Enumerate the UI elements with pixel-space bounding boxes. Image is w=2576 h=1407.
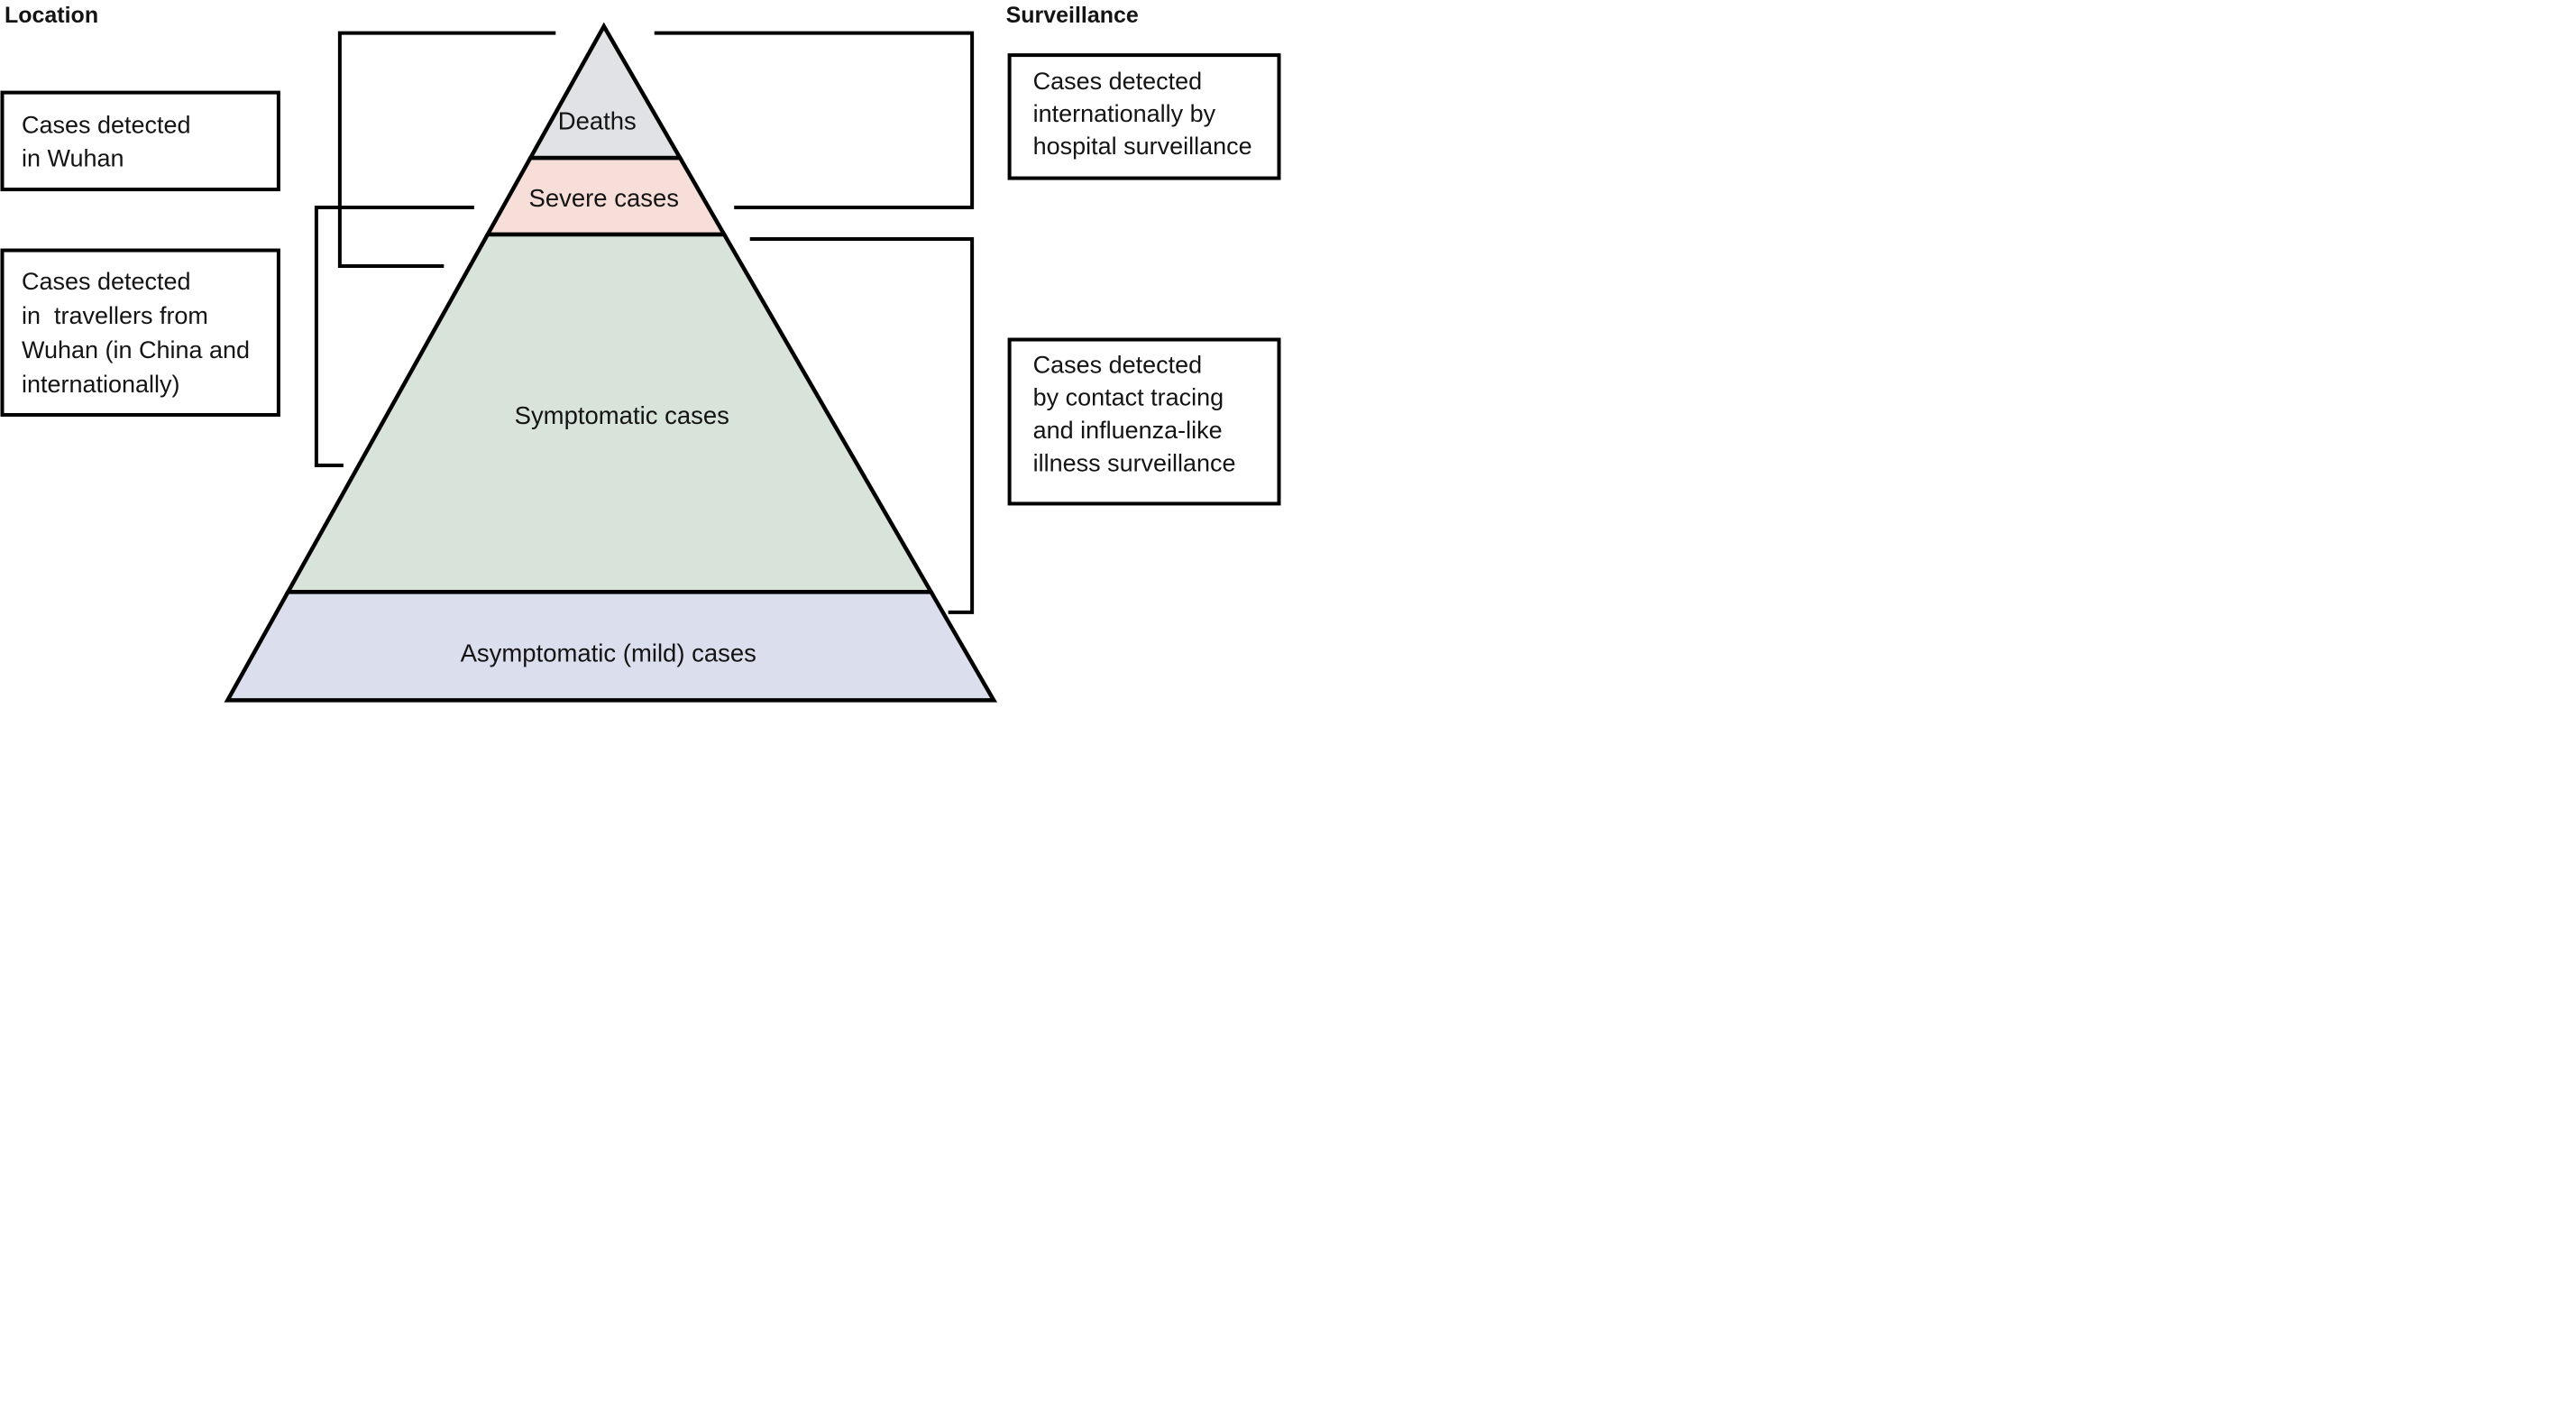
level-label-severe: Severe cases: [528, 184, 679, 212]
bracket-wuhan-detection: [337, 31, 556, 269]
surveillance-box-contact-tracing-frame: [1007, 337, 1281, 506]
surveillance-box-contact-tracing-line: and influenza-like: [1033, 417, 1223, 444]
location-box-travellers-line: internationally): [22, 371, 180, 398]
location-box-wuhan-frame: [0, 90, 280, 192]
right-column-heading: Surveillance: [1006, 3, 1139, 28]
case-pyramid-figure: Location Surveillance Deaths Severe case…: [0, 0, 1288, 704]
surveillance-box-hospital: Cases detected internationally by hospit…: [1007, 53, 1281, 180]
level-label-symptomatic: Symptomatic cases: [515, 401, 729, 429]
location-box-travellers: Cases detected in travellers from Wuhan …: [0, 248, 280, 417]
location-box-travellers-frame: [0, 248, 280, 417]
bracket-hospital-surveillance: [654, 31, 975, 210]
surveillance-box-hospital-line: Cases detected: [1033, 68, 1203, 95]
level-label-asymptomatic: Asymptomatic (mild) cases: [461, 639, 756, 667]
pyramid-level-asymptomatic: [224, 590, 998, 703]
level-label-deaths: Deaths: [558, 107, 637, 135]
location-box-travellers-line: Cases detected: [22, 268, 191, 295]
surveillance-box-contact-tracing-line: Cases detected: [1033, 351, 1203, 378]
bracket-contact-tracing-surveillance: [749, 237, 975, 614]
surveillance-box-contact-tracing-line: by contact tracing: [1033, 383, 1224, 410]
location-box-wuhan-line: Cases detected: [22, 112, 191, 139]
location-box-travellers-line: Wuhan (in China and: [22, 336, 250, 363]
location-box-wuhan: Cases detected in Wuhan: [0, 90, 280, 192]
surveillance-box-contact-tracing: Cases detected by contact tracing and in…: [1007, 337, 1281, 506]
surveillance-box-hospital-line: internationally by: [1033, 100, 1216, 127]
surveillance-box-contact-tracing-line: illness surveillance: [1033, 449, 1236, 476]
surveillance-box-hospital-frame: [1007, 53, 1281, 180]
figure-canvas: Location Surveillance Deaths Severe case…: [0, 3, 1281, 703]
bracket-traveller-detection: [314, 206, 474, 467]
location-box-travellers-line: in travellers from: [22, 302, 208, 329]
surveillance-box-hospital-line: hospital surveillance: [1033, 133, 1252, 160]
location-box-wuhan-line: in Wuhan: [22, 145, 124, 172]
left-column-heading: Location: [5, 3, 98, 28]
pyramid-level-deaths: [527, 22, 684, 161]
